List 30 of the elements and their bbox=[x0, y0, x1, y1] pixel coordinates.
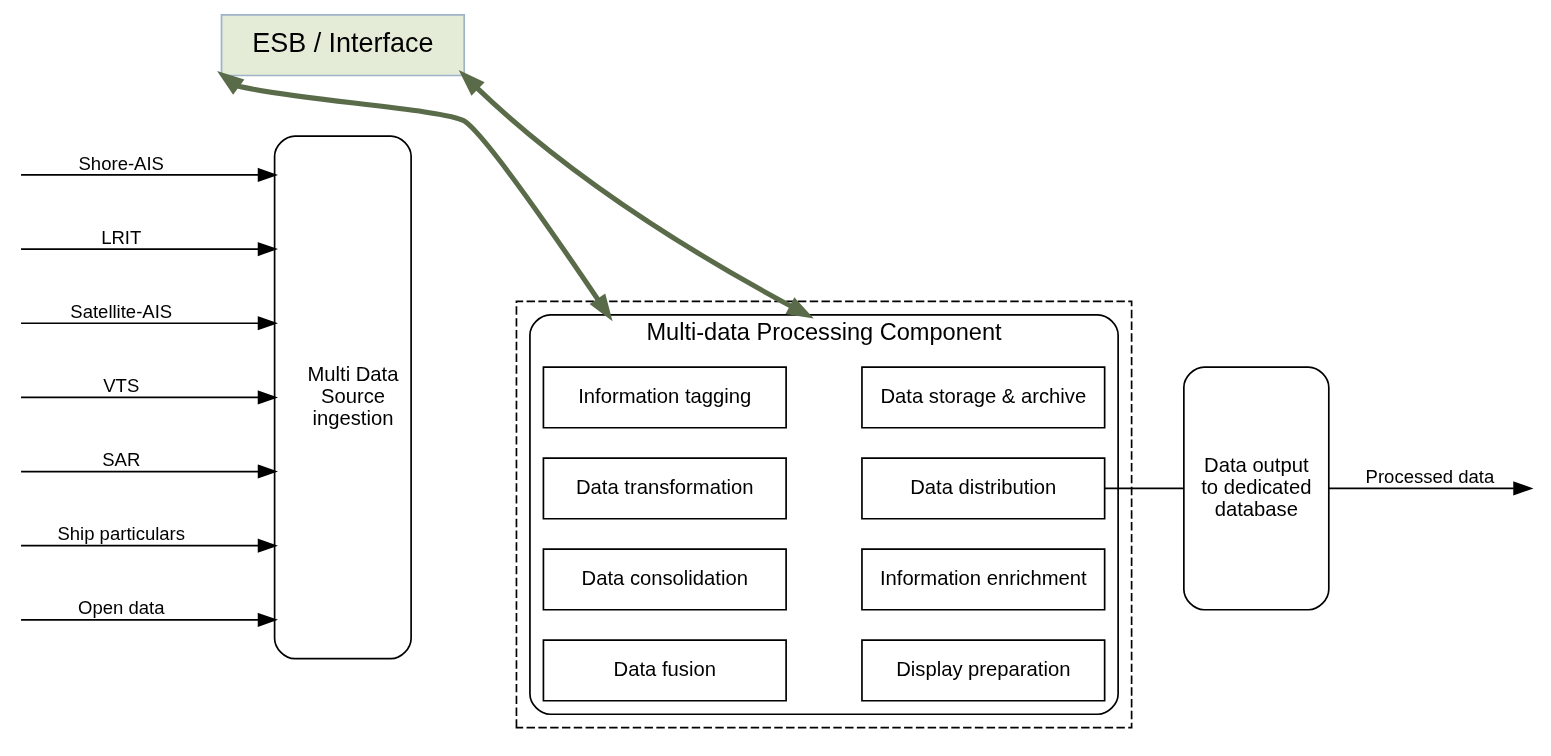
arrow bbox=[19, 612, 278, 627]
node-box: Information tagging bbox=[542, 366, 787, 429]
arrow bbox=[19, 464, 278, 479]
arrow bbox=[216, 70, 613, 322]
node-box: Data distribution bbox=[860, 457, 1105, 520]
node-box: Data storage & archive bbox=[860, 366, 1105, 429]
arrow bbox=[19, 390, 278, 405]
node-box: Multi Data Source ingestion bbox=[273, 135, 412, 660]
node-box: Display preparation bbox=[860, 639, 1105, 702]
node-box: Data transformation bbox=[542, 457, 787, 520]
arrow bbox=[19, 538, 278, 553]
edge-label: VTS bbox=[102, 374, 139, 396]
node-box: Information enrichment bbox=[860, 548, 1105, 611]
arrow bbox=[1327, 481, 1533, 496]
edge-label: LRIT bbox=[100, 226, 141, 248]
connector bbox=[1103, 487, 1184, 490]
arrow bbox=[19, 316, 278, 331]
edge-label: Shore-AIS bbox=[78, 152, 164, 174]
node-box: ESB / Interface bbox=[220, 13, 465, 77]
edge-label: SAR bbox=[101, 449, 140, 471]
arrow bbox=[458, 70, 814, 319]
edge-label: Satellite-AIS bbox=[69, 300, 172, 322]
arrow bbox=[19, 167, 278, 182]
node-box: Data consolidation bbox=[542, 548, 787, 611]
node-box: Data fusion bbox=[542, 639, 787, 702]
node-box: Data output to dedicated database bbox=[1182, 366, 1330, 611]
edge-label: Open data bbox=[77, 597, 164, 619]
edge-label: Processed data bbox=[1365, 466, 1494, 487]
arrow bbox=[19, 241, 278, 257]
edge-label: Ship particulars bbox=[56, 523, 185, 545]
